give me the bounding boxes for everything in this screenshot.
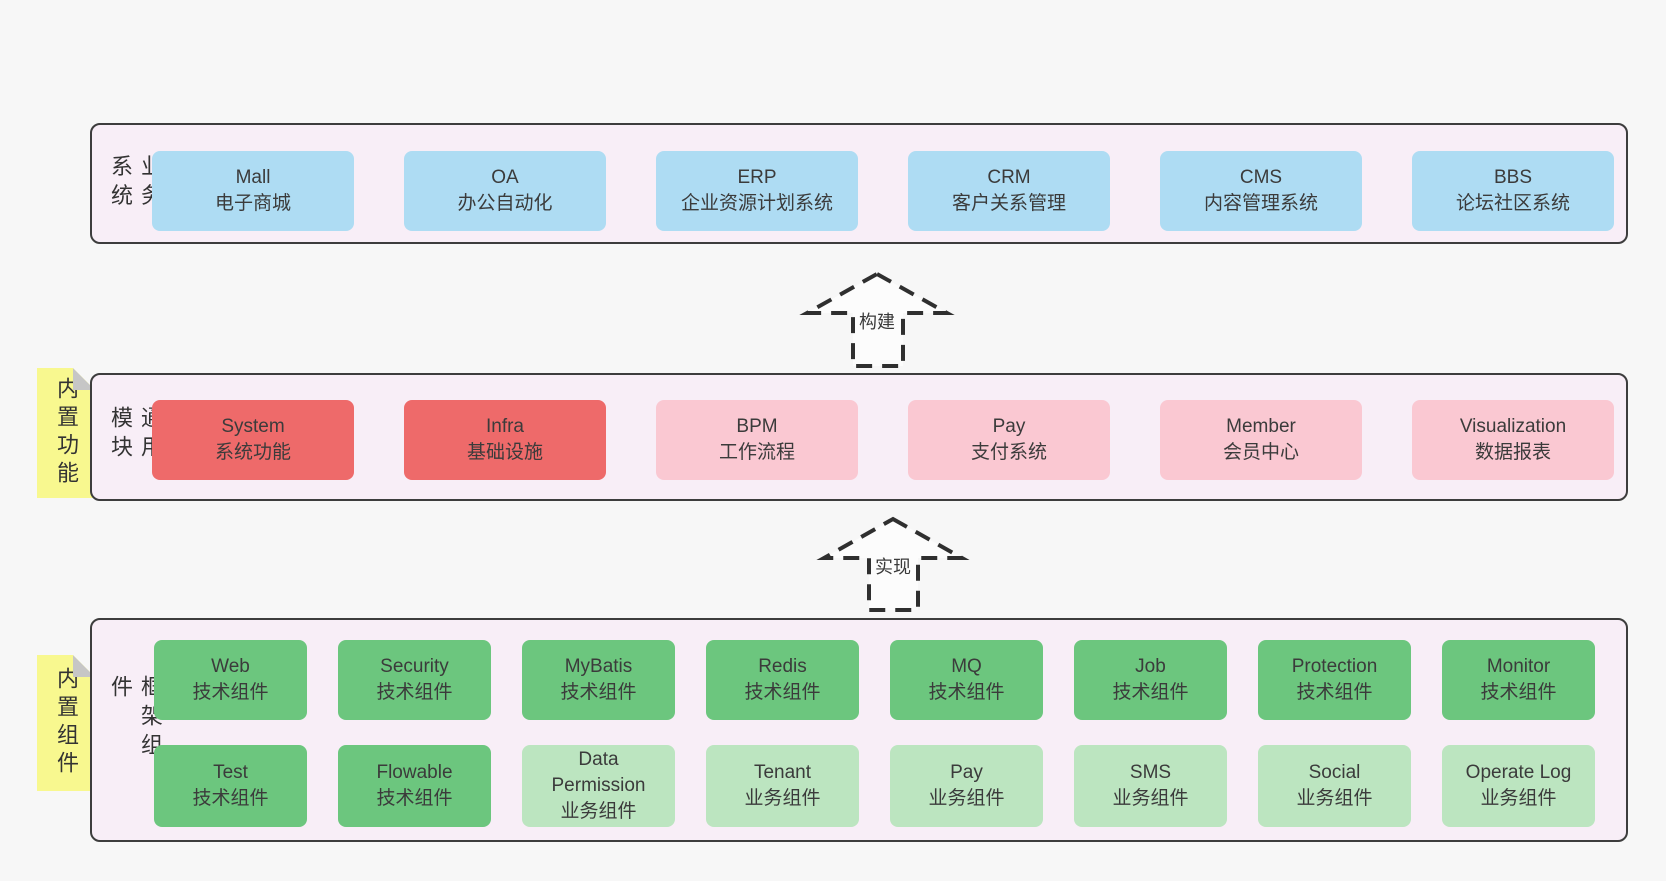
box-web: Web 技术组件 [154,640,307,720]
box-subtitle: 内容管理系统 [1203,193,1318,214]
box-subtitle: 系统功能 [214,442,291,463]
box-subtitle: 技术组件 [744,682,821,703]
box-member: Member 会员中心 [1160,400,1362,480]
box-title: Tenant [753,762,812,783]
arrow-build: 构建 [795,260,965,375]
box-title: Redis [758,656,807,677]
box-pay-component: Pay 业务组件 [890,745,1043,827]
sticky-note-built-in-components: 内置组件 [37,655,95,791]
box-visualization: Visualization 数据报表 [1412,400,1614,480]
box-security: Security 技术组件 [338,640,491,720]
box-protection: Protection 技术组件 [1258,640,1411,720]
box-title: Security [380,656,449,677]
box-title: MyBatis [564,656,633,677]
box-subtitle: 技术组件 [192,788,269,809]
note-label: 内置组件 [54,667,79,779]
arrow-label: 实现 [871,552,915,580]
box-subtitle: 工作流程 [718,442,795,463]
business-box-row: Mall 电子商城 OA 办公自动化 ERP 企业资源计划系统 CRM 客户关系… [152,151,1614,231]
box-subtitle: 业务组件 [1480,788,1557,809]
box-title: Flowable [376,762,453,783]
box-job: Job 技术组件 [1074,640,1227,720]
box-oa: OA 办公自动化 [404,151,606,231]
box-title: Member [1226,416,1296,437]
section-business-systems: 业务系统 Mall 电子商城 OA 办公自动化 ERP 企业资源计划系统 CRM… [90,123,1628,244]
box-title: CMS [1239,167,1283,188]
box-operate-log: Operate Log 业务组件 [1442,745,1595,827]
section-framework-components: 框架组件 Web 技术组件 Security 技术组件 MyBatis 技术组件… [90,618,1628,842]
box-title: Web [211,656,250,677]
box-title: MQ [951,656,982,677]
note-label: 内置功能 [54,377,79,489]
box-subtitle: 业务组件 [560,801,637,822]
box-subtitle: 支付系统 [970,442,1047,463]
box-redis: Redis 技术组件 [706,640,859,720]
arrow-label: 构建 [855,307,899,335]
box-title: Job [1135,656,1166,677]
box-monitor: Monitor 技术组件 [1442,640,1595,720]
box-subtitle: 业务组件 [928,788,1005,809]
box-infra: Infra 基础设施 [404,400,606,480]
sticky-note-built-in-features: 内置功能 [37,368,95,498]
box-title: OA [491,167,519,188]
box-title: System [221,416,285,437]
box-subtitle: 技术组件 [1480,682,1557,703]
box-title: Monitor [1486,656,1551,677]
box-pay-module: Pay 支付系统 [908,400,1110,480]
box-title: Visualization [1459,416,1567,437]
box-subtitle: 技术组件 [376,788,453,809]
box-sms: SMS 业务组件 [1074,745,1227,827]
box-subtitle: 技术组件 [1112,682,1189,703]
box-subtitle: 技术组件 [928,682,1005,703]
box-crm: CRM 客户关系管理 [908,151,1110,231]
box-title: Data Permission [551,749,646,796]
box-title: Pay [992,416,1026,437]
box-title: Protection [1291,656,1378,677]
box-bpm: BPM 工作流程 [656,400,858,480]
box-data-permission: Data Permission 业务组件 [522,745,675,827]
box-subtitle: 数据报表 [1474,442,1551,463]
box-title: Pay [950,762,983,783]
box-title: Operate Log [1465,762,1572,783]
box-subtitle: 基础设施 [466,442,543,463]
box-system: System 系统功能 [152,400,354,480]
modules-box-row: System 系统功能 Infra 基础设施 BPM 工作流程 Pay 支付系统… [152,400,1614,480]
box-bbs: BBS 论坛社区系统 [1412,151,1614,231]
box-subtitle: 业务组件 [744,788,821,809]
box-subtitle: 客户关系管理 [951,193,1066,214]
box-subtitle: 电子商城 [214,193,291,214]
box-subtitle: 企业资源计划系统 [680,193,833,214]
box-title: SMS [1129,762,1172,783]
box-subtitle: 办公自动化 [457,193,553,214]
box-mall: Mall 电子商城 [152,151,354,231]
framework-box-row-2: Test 技术组件 Flowable 技术组件 Data Permission … [154,745,1595,827]
box-title: Social [1308,762,1361,783]
box-subtitle: 技术组件 [1296,682,1373,703]
box-subtitle: 技术组件 [192,682,269,703]
box-subtitle: 会员中心 [1222,442,1299,463]
box-title: Infra [485,416,525,437]
box-tenant: Tenant 业务组件 [706,745,859,827]
box-subtitle: 论坛社区系统 [1455,193,1570,214]
box-title: BBS [1493,167,1533,188]
box-title: ERP [737,167,777,188]
box-title: CRM [987,167,1031,188]
box-title: Mall [235,167,271,188]
box-title: Test [213,762,248,783]
box-social: Social 业务组件 [1258,745,1411,827]
box-cms: CMS 内容管理系统 [1160,151,1362,231]
box-test: Test 技术组件 [154,745,307,827]
box-mybatis: MyBatis 技术组件 [522,640,675,720]
box-subtitle: 业务组件 [1112,788,1189,809]
box-subtitle: 技术组件 [560,682,637,703]
arrow-implement: 实现 [810,506,980,616]
box-subtitle: 业务组件 [1296,788,1373,809]
box-mq: MQ 技术组件 [890,640,1043,720]
box-subtitle: 技术组件 [376,682,453,703]
box-title: BPM [736,416,778,437]
section-common-modules: 通用模块 System 系统功能 Infra 基础设施 BPM 工作流程 Pay… [90,373,1628,501]
box-erp: ERP 企业资源计划系统 [656,151,858,231]
framework-box-row-1: Web 技术组件 Security 技术组件 MyBatis 技术组件 Redi… [154,640,1595,720]
box-flowable: Flowable 技术组件 [338,745,491,827]
